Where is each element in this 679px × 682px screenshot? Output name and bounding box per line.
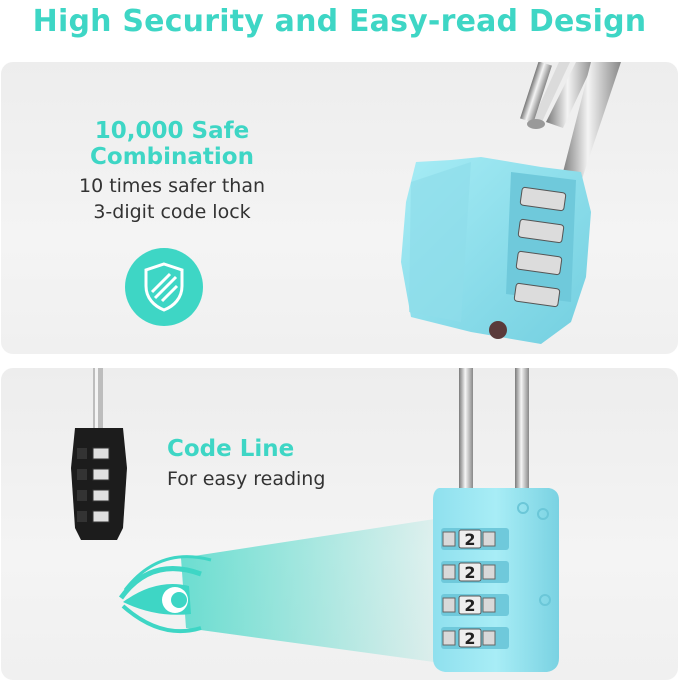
dial-digit-4: 2 xyxy=(464,629,475,648)
dial-digit-2: 2 xyxy=(464,563,475,582)
combination-heading: 10,000 Safe Combination xyxy=(90,118,254,170)
code-line-heading: Code Line xyxy=(167,436,295,462)
padlock-image-angled xyxy=(401,62,621,344)
dial-digit-1: 2 xyxy=(464,530,475,549)
code-line-panel: Code Line For easy reading xyxy=(1,368,678,680)
combination-text-line-2: 3-digit code lock xyxy=(93,201,251,223)
page-title: High Security and Easy-read Design xyxy=(32,4,647,39)
code-line-subheading: For easy reading xyxy=(167,468,326,490)
combination-text-line-1: 10 times safer than xyxy=(78,175,266,197)
shield-icon xyxy=(125,248,203,326)
eye-sight-illustration xyxy=(118,518,441,663)
black-lock-image xyxy=(71,368,127,540)
padlock-image-front: 2 2 2 2 xyxy=(433,368,559,672)
security-panel: 10,000 Safe Combination 10 times safer t… xyxy=(1,62,678,354)
dial-digit-3: 2 xyxy=(464,596,475,615)
